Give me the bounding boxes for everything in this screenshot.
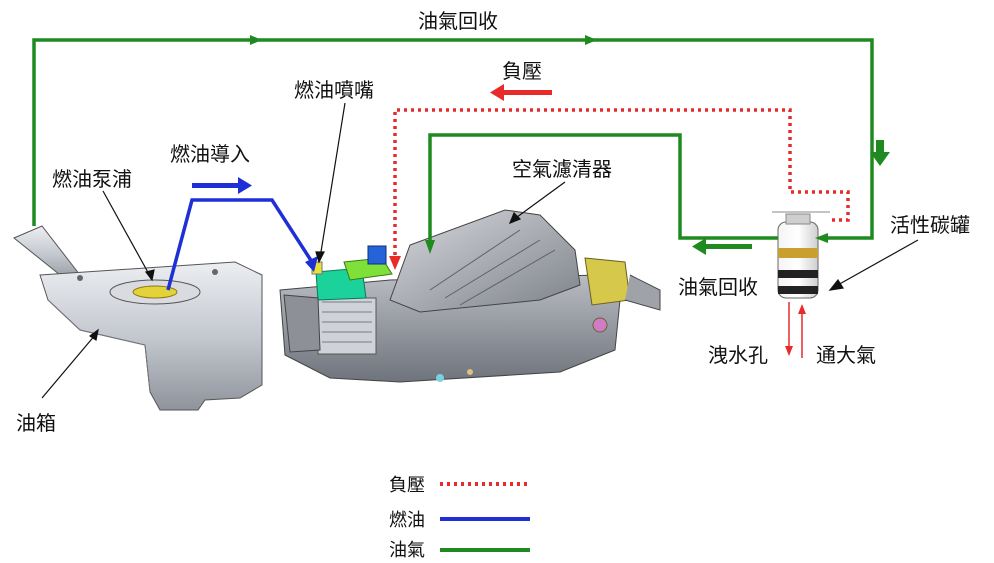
- label-negative-pressure: 負壓: [502, 59, 542, 83]
- legend-label-fuel: 燃油: [389, 510, 425, 531]
- vapor-line: [32, 38, 874, 248]
- label-vapor-recovery-right: 油氣回收: [678, 275, 758, 299]
- label-vapor-recovery-top: 油氣回收: [418, 9, 498, 33]
- label-fuel-injector: 燃油噴嘴: [294, 78, 374, 102]
- engine-assembly: [279, 209, 661, 383]
- label-canister: 活性碳罐: [890, 213, 970, 237]
- legend-label-vapor: 油氣: [389, 540, 425, 561]
- leader-lines: [41, 102, 919, 399]
- label-drain-hole: 洩水孔: [708, 343, 768, 367]
- carbon-canister: [772, 211, 830, 299]
- label-fuel-tank: 油箱: [16, 411, 56, 435]
- legend-label-negative-pressure: 負壓: [389, 475, 425, 496]
- vapor-arrows: [250, 35, 890, 255]
- legend: 負壓 燃油 油氣: [389, 475, 530, 561]
- label-fuel-inlet: 燃油導入: [170, 142, 250, 166]
- vent-arrows: [785, 302, 806, 358]
- label-fuel-pump: 燃油泵浦: [52, 167, 132, 191]
- fuel-tank: [13, 225, 263, 411]
- label-air-filter: 空氣濾清器: [512, 157, 612, 181]
- fuel-line: [166, 177, 318, 291]
- label-atmosphere-vent: 通大氣: [816, 343, 876, 367]
- negative-pressure-line: [389, 84, 850, 270]
